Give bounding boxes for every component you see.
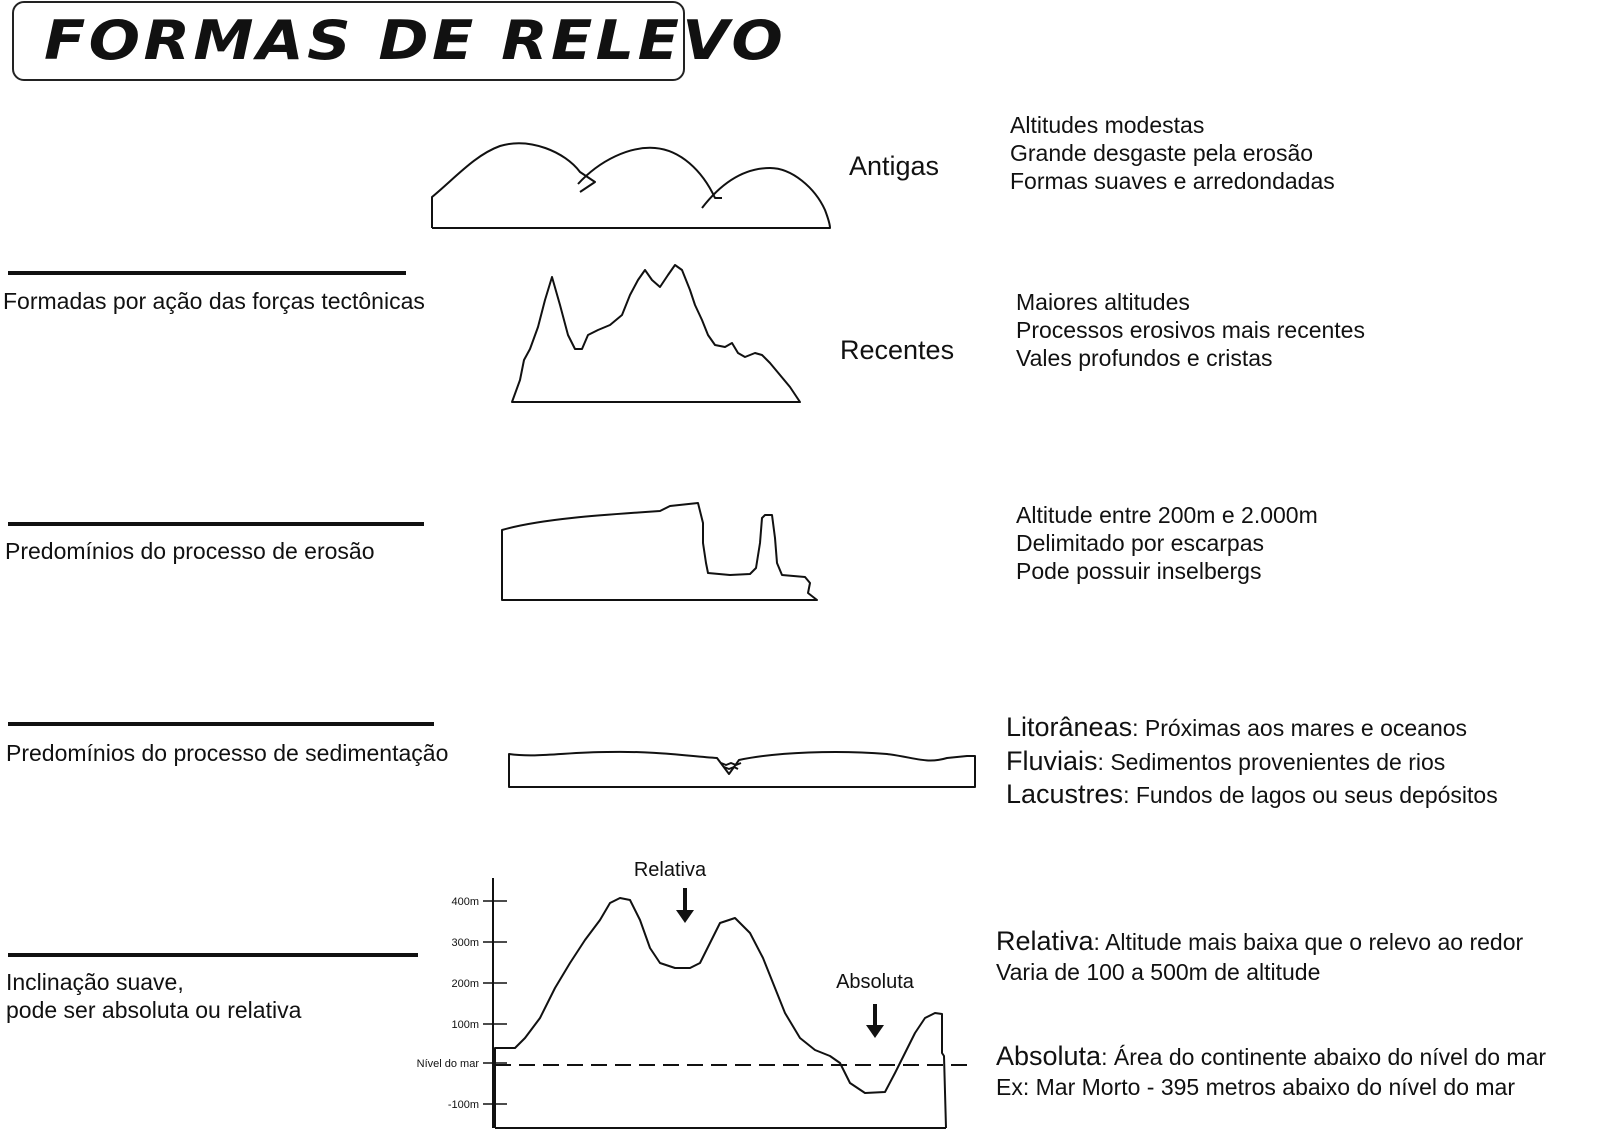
relativa-notes: Relativa: Altitude mais baixa que o rele… (996, 925, 1523, 986)
depressao-diagram: 400m 300m 200m 100m Nível do mar -100m R… (417, 859, 967, 1129)
relativa-arrow (676, 888, 694, 923)
lacustres-term: Lacustres (1006, 779, 1124, 809)
planalto-note: Altitude entre 200m e 2.000m (1016, 502, 1318, 528)
fluviais-term: Fluviais (1006, 746, 1098, 776)
fluviais-sep: : (1097, 749, 1111, 775)
fluviais-desc: Sedimentos provenientes de rios (1110, 749, 1446, 775)
axis-tick-label: 200m (451, 978, 479, 990)
recentes-profile (511, 264, 801, 403)
depressao-rule (8, 953, 418, 957)
recentes-rule (8, 271, 406, 275)
litoraneas-term: Litorâneas (1006, 712, 1133, 742)
lacustres-desc: Fundos de lagos ou seus depósitos (1135, 782, 1498, 808)
axis-tick-label: Nível do mar (417, 1058, 480, 1070)
antigas-note: Altitudes modestas (1010, 112, 1205, 138)
lacustres-item: Lacustres: Fundos de lagos ou seus depós… (1006, 778, 1498, 811)
relativa-arrow-label: Relativa (634, 859, 707, 881)
depressao-caption: Inclinação suave, pode ser absoluta ou r… (6, 968, 301, 1024)
antigas-note: Formas suaves e arredondadas (1010, 168, 1335, 194)
relativa-item: Relativa: Altitude mais baixa que o rele… (996, 925, 1523, 958)
litoraneas-desc: Próximas aos mares e oceanos (1144, 715, 1468, 741)
axis-tick-label: 400m (451, 896, 479, 908)
page-title: FORMAS DE RELEVO (44, 9, 787, 72)
litoraneas-item: Litorâneas: Próximas aos mares e oceanos (1006, 710, 1498, 745)
erosao-caption: Predomínios do processo de erosão (5, 538, 375, 564)
relativa-term: Relativa (996, 926, 1094, 956)
sedimentacao-rule (8, 722, 434, 726)
axis-tick-label: -100m (448, 1099, 479, 1111)
depressao-caption-line: pode ser absoluta ou relativa (6, 997, 302, 1023)
planalto-note: Delimitado por escarpas (1016, 530, 1265, 556)
erosao-rule (8, 522, 424, 526)
recentes-notes: Maiores altitudes Processos erosivos mai… (1016, 288, 1365, 372)
absoluta-term: Absoluta (996, 1041, 1102, 1071)
antigas-profile (431, 142, 831, 229)
absoluta-item: Absoluta: Área do continente abaixo do n… (996, 1040, 1546, 1073)
antigas-label: Antigas (849, 151, 940, 181)
absoluta-desc: Área do continente abaixo do nível do ma… (1113, 1044, 1547, 1070)
planalto-profile (501, 502, 818, 601)
recentes-caption: Formadas por ação das forças tectônicas (3, 288, 425, 314)
antigas-notes: Altitudes modestas Grande desgaste pela … (1010, 111, 1335, 195)
antigas-note: Grande desgaste pela erosão (1010, 140, 1314, 166)
absoluta-notes: Absoluta: Área do continente abaixo do n… (996, 1040, 1546, 1101)
planalto-note: Pode possuir inselbergs (1016, 558, 1262, 584)
title-frame (12, 1, 685, 81)
planicie-notes: Litorâneas: Próximas aos mares e oceanos… (1006, 710, 1498, 811)
relativa-sep: : (1093, 929, 1106, 955)
relativa-desc: Altitude mais baixa que o relevo ao redo… (1105, 929, 1524, 955)
fluviais-item: Fluviais: Sedimentos provenientes de rio… (1006, 745, 1498, 778)
recentes-label: Recentes (840, 335, 955, 365)
absoluta-arrow (866, 1004, 884, 1038)
relativa-line2: Varia de 100 a 500m de altitude (996, 959, 1321, 985)
recentes-note: Maiores altitudes (1016, 289, 1190, 315)
litoraneas-sep: : (1132, 715, 1145, 741)
planalto-notes: Altitude entre 200m e 2.000m Delimitado … (1016, 501, 1318, 585)
absoluta-line2: Ex: Mar Morto - 395 metros abaixo do nív… (996, 1074, 1515, 1100)
absoluta-arrow-label: Absoluta (836, 971, 915, 993)
sedimentacao-caption: Predomínios do processo de sedimentação (6, 740, 449, 766)
absoluta-sep: : (1101, 1044, 1114, 1070)
axis-tick-label: 300m (451, 937, 479, 949)
depressao-caption-line: Inclinação suave, (6, 969, 184, 995)
recentes-note: Vales profundos e cristas (1016, 345, 1273, 371)
planicie-profile (508, 750, 976, 788)
lacustres-sep: : (1123, 782, 1136, 808)
axis-tick-label: 100m (451, 1019, 479, 1031)
depressao-terrain (494, 897, 947, 1129)
recentes-note: Processos erosivos mais recentes (1016, 317, 1365, 343)
